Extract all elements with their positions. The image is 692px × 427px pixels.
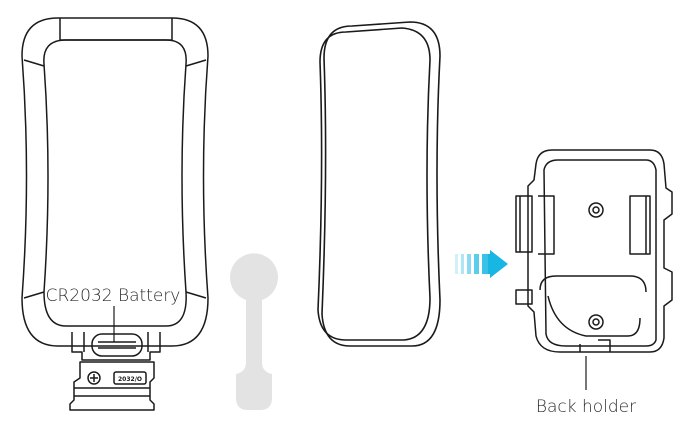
pad-front-face [317, 27, 431, 341]
holder-right-rail [629, 195, 651, 255]
remote-device [21, 17, 209, 347]
remote-outer-sleeve [21, 17, 209, 347]
arrow-right-icon [455, 250, 508, 278]
holder-screw-hole-top [588, 202, 604, 218]
back-holder [515, 149, 673, 353]
battery-label-bg [60, 284, 172, 306]
holder-screw-hole-bottom [588, 314, 604, 330]
battery-label: CR2032 Battery [46, 286, 181, 306]
adhesive-pad [317, 21, 441, 347]
battery-slot [91, 333, 143, 357]
battery-cover-clip [69, 332, 161, 411]
holder-left-rail [515, 195, 533, 253]
pad-back-edge [321, 21, 441, 347]
back-holder-label: Back holder [536, 397, 636, 417]
holder-plate [527, 149, 673, 353]
remote-inner-face [43, 39, 187, 327]
remote-top-tab [59, 18, 173, 41]
battery-cover-text: 2032/O [118, 376, 142, 383]
plus-screw-icon [87, 371, 101, 385]
battery-cover-plate [113, 371, 147, 385]
removal-tool [230, 253, 278, 410]
